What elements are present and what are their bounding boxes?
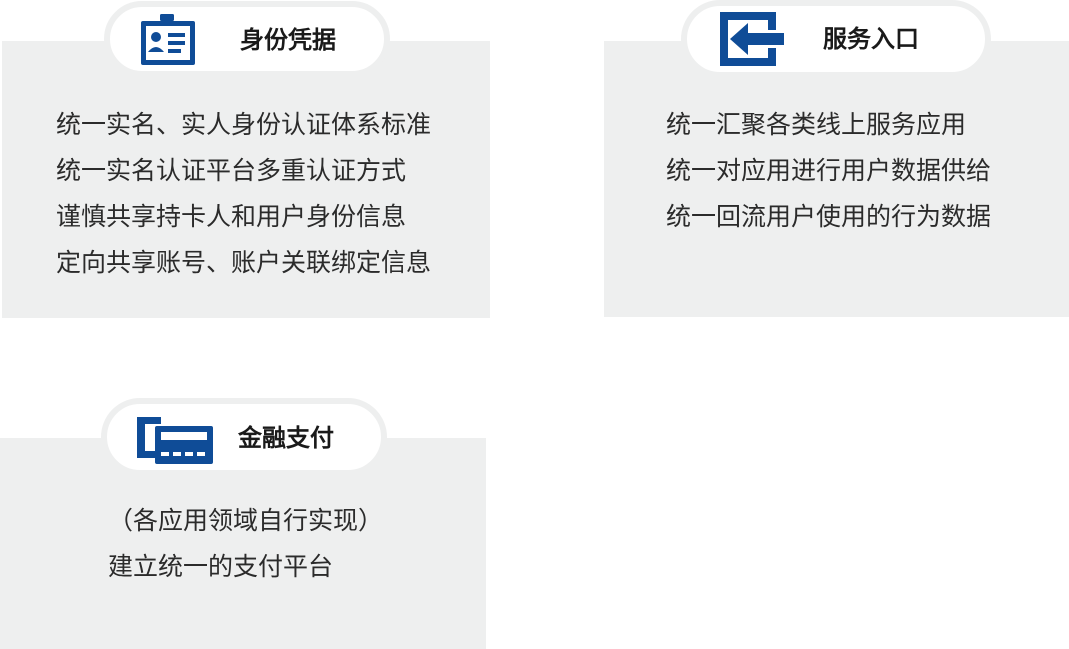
list-item: 统一实名认证平台多重认证方式 xyxy=(56,156,407,185)
entry-arrow-icon xyxy=(718,10,786,72)
list-item: 建立统一的支付平台 xyxy=(108,552,334,581)
card-title-identity: 身份凭据 xyxy=(240,26,336,54)
card-title-service: 服务入口 xyxy=(823,25,919,53)
list-item: 统一对应用进行用户数据供给 xyxy=(666,156,992,185)
card-lines-identity: 统一实名、实人身份认证体系标准 统一实名认证平台多重认证方式 谨慎共享持卡人和用… xyxy=(56,102,431,286)
list-item: 定向共享账号、账户关联绑定信息 xyxy=(56,248,432,277)
card-lines-payment: （各应用领域自行实现） 建立统一的支付平台 xyxy=(108,498,383,590)
card-service xyxy=(604,41,1069,317)
id-badge-icon xyxy=(139,14,197,70)
card-identity xyxy=(2,41,490,318)
list-item: 统一回流用户使用的行为数据 xyxy=(666,202,992,231)
list-item: 统一实名、实人身份认证体系标准 xyxy=(56,110,432,139)
list-item: 统一汇聚各类线上服务应用 xyxy=(666,110,967,139)
card-lines-service: 统一汇聚各类线上服务应用 统一对应用进行用户数据供给 统一回流用户使用的行为数据 xyxy=(666,102,991,240)
list-item: 谨慎共享持卡人和用户身份信息 xyxy=(56,202,407,231)
bank-card-icon xyxy=(135,413,215,469)
card-title-payment: 金融支付 xyxy=(238,424,334,452)
list-item: （各应用领域自行实现） xyxy=(108,506,384,535)
pill-payment xyxy=(101,398,387,476)
